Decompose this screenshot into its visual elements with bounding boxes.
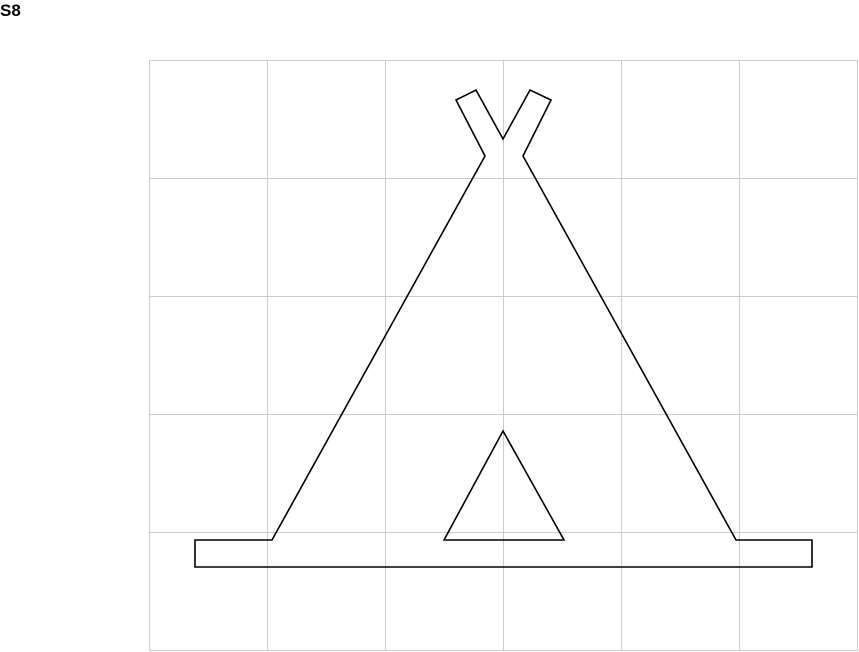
- tent-door: [442, 429, 566, 541]
- grid-lines: [149, 60, 858, 651]
- tent-outline: [194, 88, 813, 568]
- tent-icon: [194, 88, 813, 568]
- figure-label: S8: [0, 1, 21, 20]
